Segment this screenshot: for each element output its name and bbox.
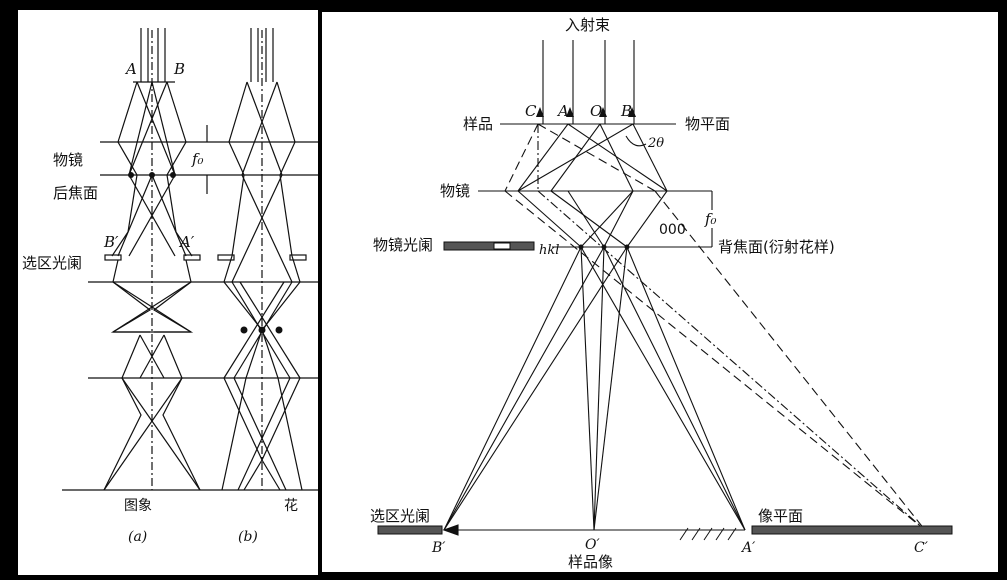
hkl-label: hkl	[539, 243, 559, 258]
point-o-label: O	[590, 102, 602, 120]
subfigure-b-label: (b)	[238, 529, 258, 545]
point-a-label-right: A	[556, 102, 569, 120]
right-diagram	[442, 40, 926, 541]
specimen-image-label: 样品像	[568, 553, 613, 571]
image-plane-label: 像平面	[758, 507, 803, 525]
spot-000-label: 000	[659, 222, 686, 238]
sa-aperture-b-right	[289, 254, 307, 261]
point-b-label: B	[173, 60, 185, 78]
point-a-prime-label-right: A′	[740, 540, 756, 556]
incident-beam-label: 入射束	[565, 16, 610, 34]
point-b-prime-label-right: B′	[431, 540, 446, 556]
objective-label: 物镜	[53, 151, 83, 169]
back-focal-plane-label-right: 背焦面(衍射花样)	[718, 238, 835, 256]
objective-aperture-gap	[493, 242, 511, 250]
left-panel	[18, 10, 318, 575]
two-theta-label: 2θ	[647, 136, 664, 151]
sa-aperture-right	[751, 525, 953, 535]
point-c-label: C	[525, 102, 537, 120]
pattern-label: 花	[284, 498, 298, 514]
sa-aperture-left	[377, 525, 443, 535]
focal-length-label: f₀	[191, 150, 204, 168]
point-c-prime-label: C′	[914, 540, 929, 556]
sa-aperture-label: 选区光阑	[22, 254, 82, 272]
object-plane-label: 物平面	[685, 115, 730, 133]
objective-aperture-left	[443, 241, 535, 251]
back-focal-plane-label: 后焦面	[53, 184, 98, 202]
image-label: 图象	[124, 498, 152, 514]
left-focal-spots	[128, 172, 283, 334]
objective-aperture-label: 物镜光阑	[373, 236, 433, 254]
sa-aperture-label-right: 选区光阑	[370, 507, 430, 525]
sa-aperture-b	[217, 254, 235, 261]
point-a-prime-label: A′	[178, 233, 195, 251]
right-panel	[322, 12, 998, 572]
left-diagram	[62, 28, 318, 491]
subfigure-a-label: (a)	[128, 529, 147, 545]
point-b-prime-label: B′	[103, 233, 119, 251]
point-a-label: A	[124, 60, 137, 78]
specimen-label: 样品	[463, 115, 493, 133]
focal-length-label-right: f₀	[704, 210, 717, 228]
objective-label-right: 物镜	[440, 182, 470, 200]
point-b-label-right: B	[620, 102, 632, 120]
point-o-prime-label: O′	[585, 537, 600, 553]
object-markers	[536, 107, 636, 250]
